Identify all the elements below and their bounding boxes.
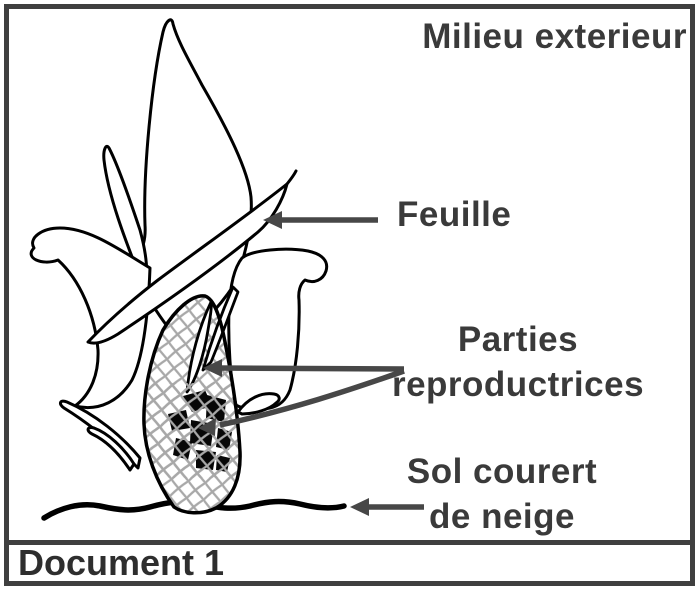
- feuille-arrow: [263, 211, 378, 229]
- label-feuille: Feuille: [397, 195, 512, 234]
- document-title-bar: Document 1: [9, 540, 690, 581]
- plant-leaves: [29, 18, 329, 472]
- right-lobe-leaf: [227, 247, 329, 411]
- left-arrow-icon: [350, 498, 369, 516]
- small-right-leaf: [236, 392, 281, 416]
- curved-left-arrow-icon: [198, 418, 216, 436]
- document-title: Document 1: [18, 542, 225, 583]
- snow-arrow: [350, 498, 424, 516]
- parties-arrow-curved: [198, 368, 405, 436]
- left-arrow-icon: [203, 359, 222, 377]
- document-frame: Milieu exterieur Feuille Parties reprodu…: [4, 4, 695, 586]
- feuille-leaf-tip-flick: [285, 169, 298, 186]
- label-sol-couvert-de-neige: Sol courert de neige: [406, 452, 598, 536]
- left-leaf: [102, 144, 149, 284]
- left-arm-leaf: [29, 226, 152, 409]
- left-arrow-icon: [263, 211, 282, 229]
- label-milieu-exterieur: Milieu exterieur: [422, 17, 687, 56]
- parties-arrow-straight: [203, 359, 405, 377]
- plant-illustration: [29, 18, 424, 521]
- base-leaf-b: [86, 426, 136, 472]
- feuille-leaf: [86, 182, 289, 345]
- annotation-arrows: [198, 211, 424, 516]
- bud-inner-sheath: [185, 300, 213, 394]
- reproductive-bud: [142, 285, 242, 515]
- label-parties-reproductrices: Parties reproductrices: [391, 320, 645, 404]
